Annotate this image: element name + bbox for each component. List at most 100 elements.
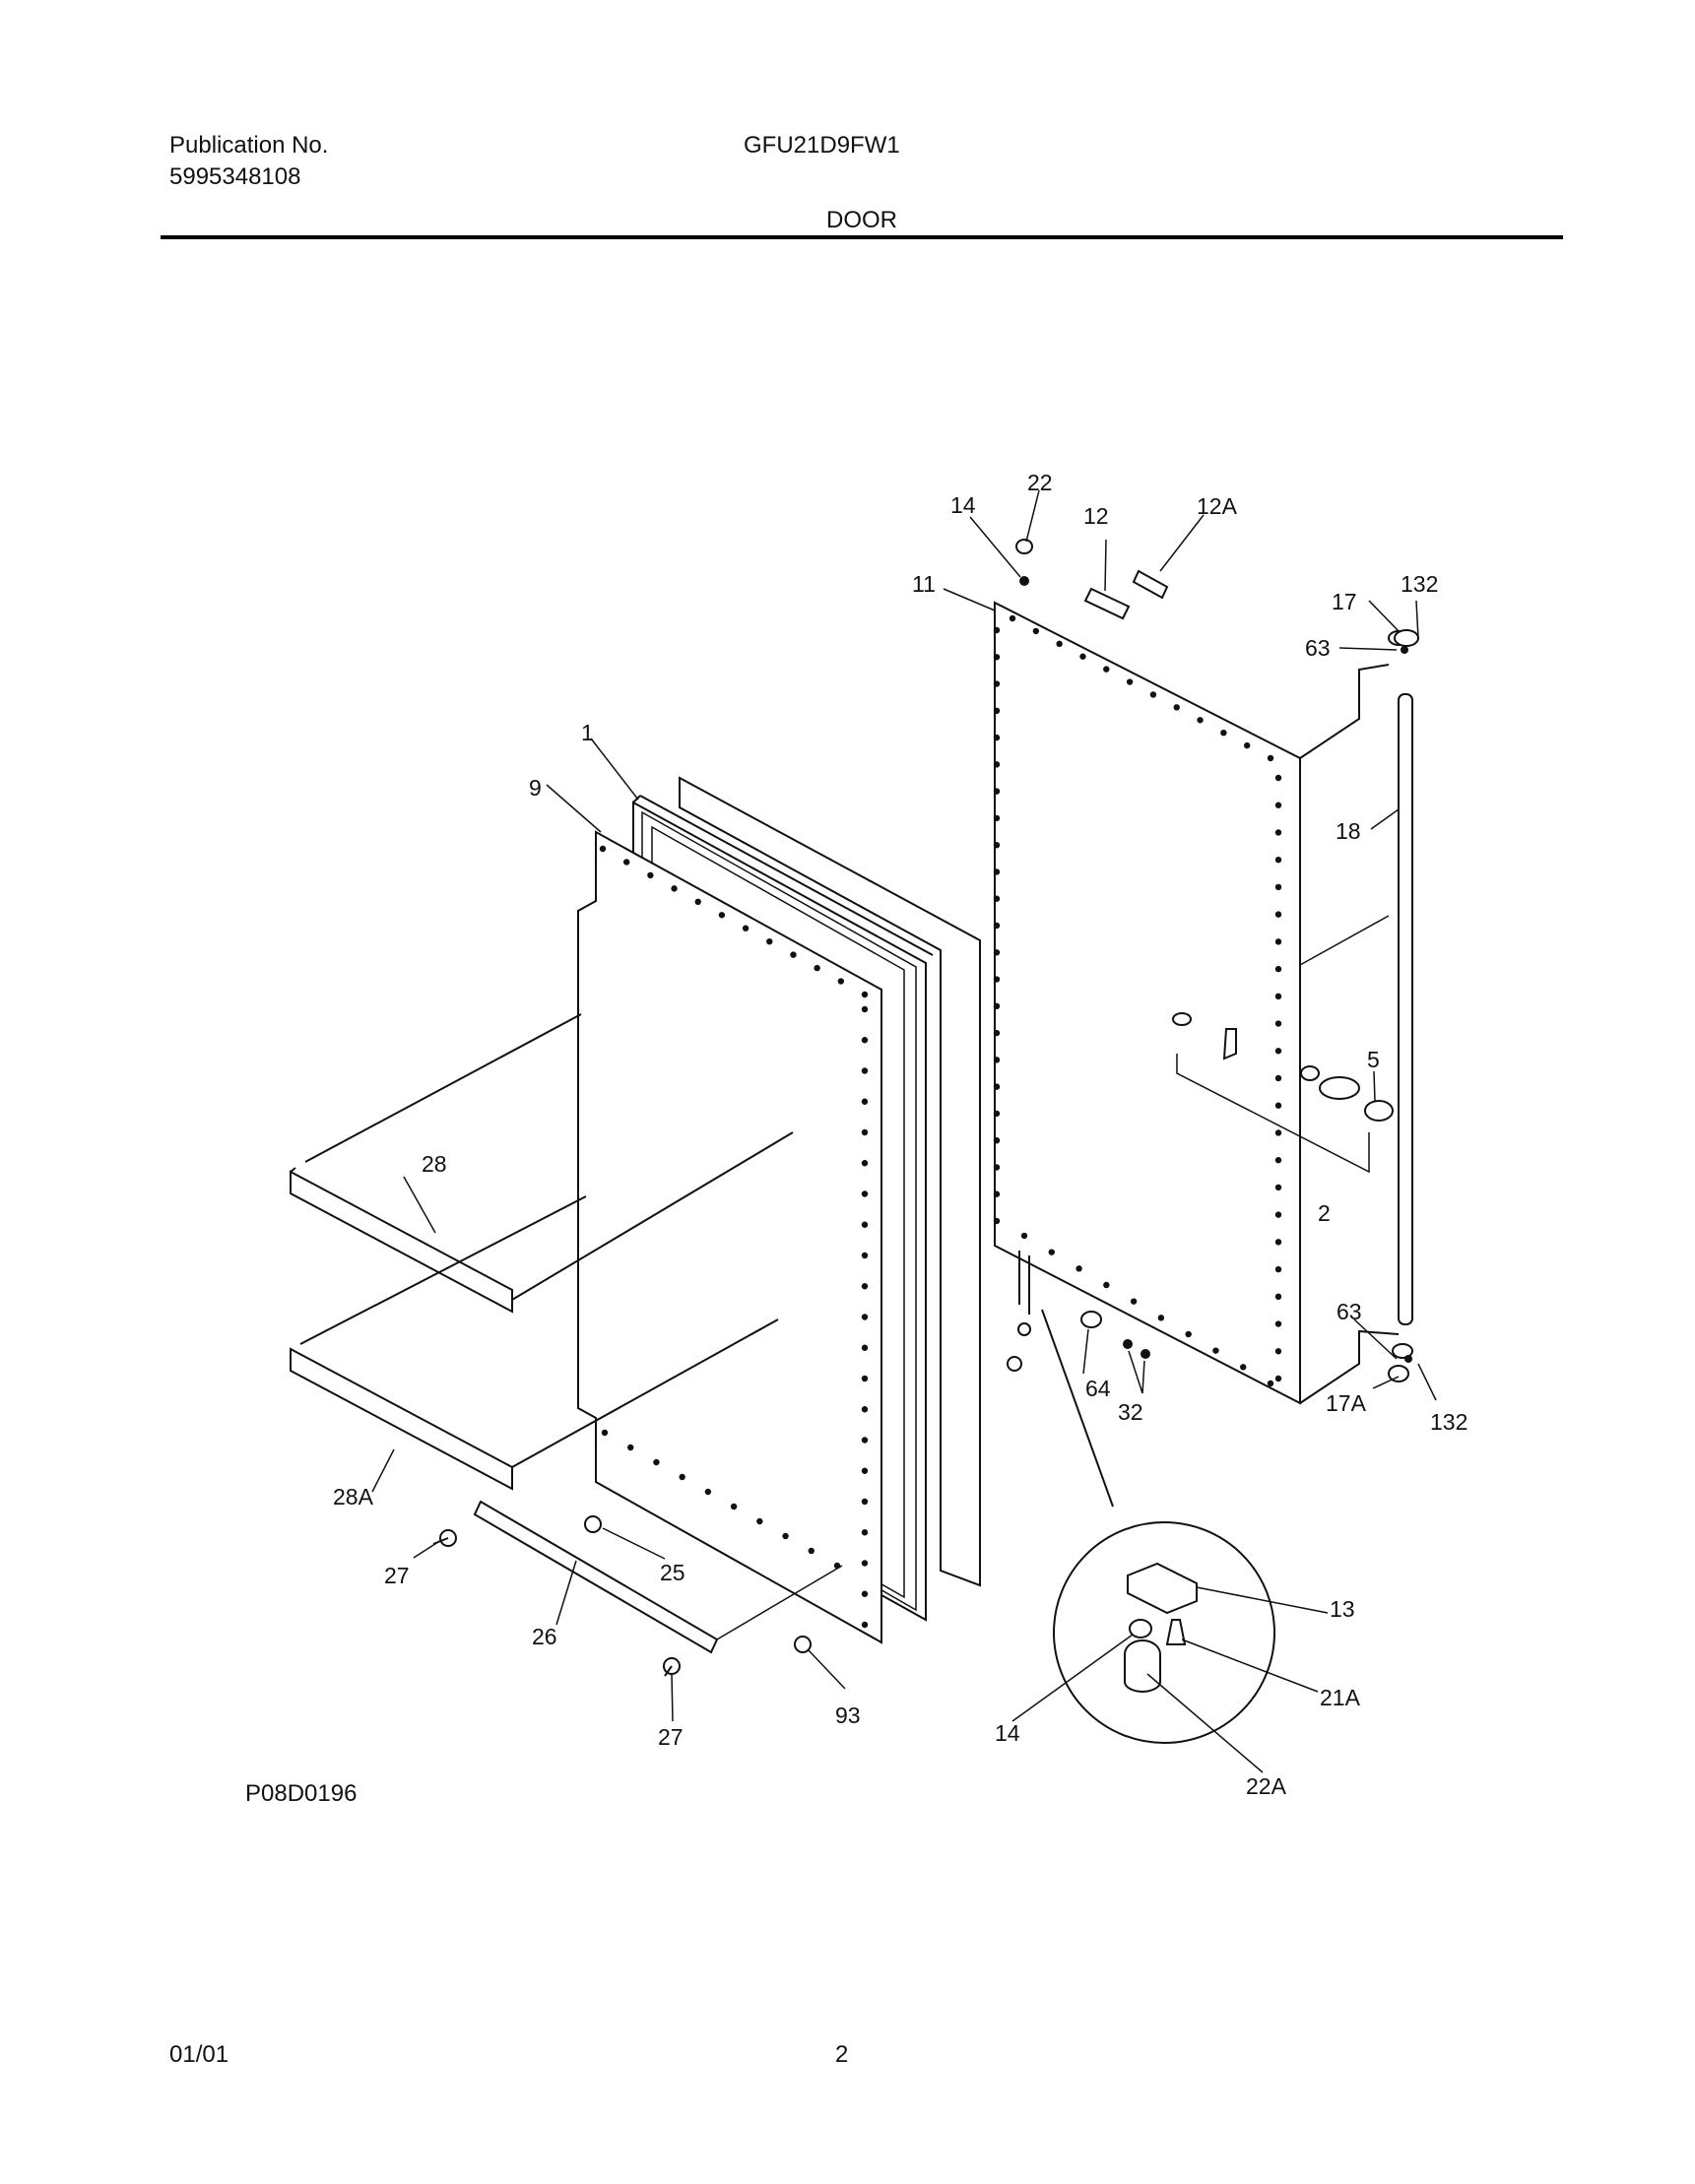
screw-hole [790,951,797,958]
screw-hole [993,1029,1001,1037]
screw-hole [1274,938,1282,945]
callout-5: 5 [1367,1047,1380,1072]
screw-hole [730,1503,738,1510]
rod-26 [473,1500,843,1654]
screw-hole [1274,1074,1282,1082]
screw-hole [1274,1265,1282,1273]
callout-27-bottom: 27 [658,1724,684,1750]
screw-hole [861,1621,869,1629]
screw-hole [808,1547,815,1555]
breaker-strip-28 [290,1013,794,1314]
screw-hole [718,912,726,919]
screw-hole [993,626,1001,634]
screw-hole [993,976,1001,983]
publication-number: 5995348108 [169,163,301,190]
inner-liner-panel [577,830,882,1644]
screw-hole [1274,802,1282,808]
screw-hole [993,1110,1001,1118]
screw-hole [993,841,1001,849]
screw-hole [993,654,1001,661]
header-rule [161,235,1563,239]
screw-hole [837,978,845,985]
screw-hole [993,734,1001,741]
screw-hole [861,1437,869,1444]
callout-27-left: 27 [384,1563,410,1588]
callout-64: 64 [1085,1376,1111,1401]
screw-hole [1274,1348,1282,1355]
screw-hole [993,922,1001,930]
screw-hole [742,925,750,931]
callout-63-top: 63 [1305,635,1331,661]
screw-hole [1274,1293,1282,1301]
screw-hole [1076,1265,1082,1272]
screw-hole [627,1444,634,1451]
screw-hole [1274,856,1282,864]
screw-hole [1274,1129,1282,1136]
callout-12: 12 [1083,503,1109,529]
screw-hole [694,898,701,906]
screw-hole [679,1473,685,1481]
callout-32: 32 [1118,1399,1143,1425]
screw-hole [993,707,1001,715]
publication-label: Publication No. [169,132,329,159]
callout-17: 17 [1332,589,1357,614]
callout-13: 13 [1330,1596,1355,1622]
screw-hole [861,1221,869,1228]
screw-hole [993,1190,1001,1197]
screw-hole [861,1560,869,1567]
screw-hole [1056,640,1063,648]
leader-lines [371,489,1437,1773]
breaker-strip-28a [290,1195,779,1491]
bottom-fasteners [1007,1251,1150,1508]
screw-hole [1274,774,1282,782]
screw-hole [993,1002,1001,1010]
screw-hole [993,814,1001,822]
screw-hole [756,1517,763,1525]
callout-9: 9 [529,775,542,801]
screw-hole [993,1164,1001,1171]
screw-hole [861,1406,869,1413]
hinge-rod-18 [1388,630,1413,1363]
screw-hole [647,871,654,879]
screw-hole [653,1458,660,1466]
screw-hole [601,1429,609,1437]
screw-hole [1032,627,1040,635]
screw-hole [1173,704,1180,711]
screw-hole [1126,678,1134,685]
screw-hole [1274,965,1282,973]
callout-17a: 17A [1326,1390,1367,1416]
screw-hole [1220,729,1227,737]
footer-date: 01/01 [169,2041,229,2068]
callout-26: 26 [532,1624,557,1649]
screw-hole [782,1532,789,1540]
screw-hole [861,1098,869,1105]
screw-hole [993,868,1001,875]
outer-door-panel [993,601,1400,1405]
screw-hole [622,859,630,866]
screw-hole [993,1217,1001,1225]
screw-hole [1274,1048,1282,1055]
screw-hole [1149,691,1157,698]
callout-1: 1 [581,720,594,745]
screw-hole [1243,741,1251,749]
top-hardware [1015,539,1419,1382]
screw-hole [1274,1320,1282,1327]
screw-hole [861,1344,869,1351]
screw-hole [861,1128,869,1136]
screw-hole [1048,1249,1055,1255]
callout-28: 28 [422,1151,447,1177]
screw-hole [1274,1211,1282,1218]
screw-hole [1157,1315,1165,1321]
screw-hole [861,1590,869,1597]
model-number: GFU21D9FW1 [744,132,900,159]
screw-hole [993,1136,1001,1144]
screw-hole [671,885,678,892]
callout-93: 93 [835,1702,861,1728]
screw-hole [861,1314,869,1320]
screw-hole [1197,717,1204,724]
screw-hole [1240,1364,1247,1371]
screws [432,1515,812,1677]
screw-hole [993,895,1001,902]
screw-hole [1009,614,1016,622]
